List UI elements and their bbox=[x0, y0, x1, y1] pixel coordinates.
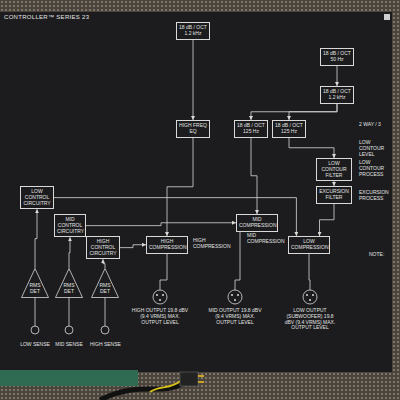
eq-box: HIGH FREQ EQ bbox=[176, 120, 210, 138]
mode-label: 2 WAY / 3 bbox=[358, 122, 392, 128]
xlr-pin bbox=[156, 294, 158, 296]
block-name: LOW CONTROL CIRCUITRY bbox=[23, 189, 51, 206]
control-box: LOW CONTROL CIRCUITRY bbox=[20, 186, 54, 209]
input-label: HIGH SENSE bbox=[89, 342, 121, 348]
triangle-shape bbox=[92, 269, 119, 298]
plug-prong bbox=[198, 381, 204, 383]
block-name: RMS DET bbox=[62, 283, 76, 295]
xlr-pin bbox=[237, 294, 239, 296]
detector-triangle: RMS DET bbox=[91, 268, 119, 298]
signal-connector bbox=[289, 104, 337, 121]
compressor-box: LOW COMPRESSION bbox=[288, 236, 330, 254]
block-name: LOW CONTOUR FILTER bbox=[319, 161, 349, 178]
control-box: HIGH CONTROL CIRCUITRY bbox=[86, 236, 120, 259]
input-label: MID SENSE bbox=[53, 342, 85, 348]
input-label: LOW SENSE bbox=[19, 342, 51, 348]
block-name: RMS DET bbox=[28, 283, 42, 295]
switch-label: EXCURSION PROCESS bbox=[358, 190, 392, 202]
control-label: LOW CONTOUR LEVEL bbox=[358, 140, 392, 157]
xlr-connector bbox=[303, 290, 317, 304]
block-name: EXCURSION FILTER bbox=[319, 189, 349, 201]
signal-connector bbox=[35, 209, 37, 268]
filter-box: EXCURSION FILTER bbox=[316, 186, 352, 204]
panel-screw bbox=[384, 14, 390, 20]
signal-connector bbox=[251, 104, 337, 121]
signal-connector bbox=[86, 223, 236, 226]
compressor-box: HIGH COMPRESSION bbox=[146, 236, 188, 254]
switch-label: LOW CONTOUR PROCESS bbox=[358, 160, 392, 177]
power-plug bbox=[180, 372, 198, 386]
signal-connector bbox=[289, 138, 334, 159]
signal-connector bbox=[193, 40, 194, 121]
signal-connector bbox=[337, 66, 338, 87]
xlr-pin bbox=[309, 299, 311, 301]
filter-box: 18 dB / OCT50 Hz bbox=[320, 48, 354, 66]
signal-connector bbox=[120, 245, 146, 248]
xlr-pin bbox=[162, 294, 164, 296]
sense-jack bbox=[65, 326, 73, 334]
signal-connector bbox=[251, 138, 257, 215]
signal-connector bbox=[69, 237, 70, 268]
xlr-pin bbox=[234, 299, 236, 301]
filter-box: 18 dB / OCT125 Hz bbox=[234, 120, 268, 138]
panel-title: CONTROLLER™ SERIES 23 bbox=[4, 14, 89, 21]
block-value: 1.2 kHz bbox=[179, 31, 207, 37]
filter-box: LOW CONTOUR FILTER bbox=[316, 158, 352, 181]
sense-jack bbox=[31, 326, 39, 334]
sense-wire bbox=[35, 296, 36, 326]
cord-tag bbox=[150, 380, 182, 392]
block-name: HIGH COMPRESSION bbox=[149, 239, 185, 251]
triangle-shape bbox=[56, 269, 83, 298]
block-name: MID CONTROL CIRCUITRY bbox=[57, 217, 83, 234]
xlr-pin bbox=[312, 294, 314, 296]
signal-connector bbox=[54, 198, 296, 236]
block-name: HIGH FREQ EQ bbox=[179, 123, 207, 135]
control-label: HIGH COMPRESSION bbox=[192, 238, 232, 250]
triangle-shape bbox=[22, 269, 49, 298]
xlr-pin bbox=[231, 294, 233, 296]
compressor-box: MID COMPRESSION bbox=[236, 214, 278, 232]
xlr-connector bbox=[228, 290, 242, 304]
signal-connector bbox=[103, 259, 105, 268]
output-wire bbox=[160, 248, 167, 290]
output-wire bbox=[309, 248, 310, 290]
output-label: LOW OUTPUT (SUBWOOFER) 19.8 dBV (9.4 VRM… bbox=[280, 308, 340, 331]
block-value: 1.2 kHz bbox=[323, 95, 351, 101]
signal-connector bbox=[167, 138, 193, 237]
control-box: MID CONTROL CIRCUITRY bbox=[54, 214, 86, 237]
output-label: HIGH OUTPUT 19.8 dBV (9.4 VRMS) MAX. OUT… bbox=[130, 308, 190, 325]
sense-wire bbox=[69, 296, 70, 326]
rack-panel bbox=[0, 12, 392, 372]
output-wire bbox=[235, 226, 240, 290]
signal-connector bbox=[320, 204, 335, 237]
plug-prong bbox=[198, 375, 204, 377]
detector-triangle: RMS DET bbox=[55, 268, 83, 298]
block-name: LOW COMPRESSION bbox=[291, 239, 327, 251]
control-label: MID COMPRESSION bbox=[246, 233, 286, 245]
filter-box: 18 dB / OCT1.2 kHz bbox=[320, 86, 354, 104]
xlr-pin bbox=[306, 294, 308, 296]
block-name: RMS DET bbox=[98, 283, 112, 295]
block-value: 50 Hz bbox=[323, 57, 351, 63]
detector-triangle: RMS DET bbox=[21, 268, 49, 298]
xlr-connector bbox=[153, 290, 167, 304]
note-label: NOTE: bbox=[368, 252, 390, 258]
block-value: 125 Hz bbox=[275, 129, 303, 135]
output-label: MID OUTPUT 19.8 dBV (9.4 VRMS) MAX. OUTP… bbox=[205, 308, 265, 325]
block-name: MID COMPRESSION bbox=[239, 217, 275, 229]
filter-box: 18 dB / OCT1.2 kHz bbox=[176, 22, 210, 40]
xlr-pin bbox=[159, 299, 161, 301]
block-value: 125 Hz bbox=[237, 129, 265, 135]
filter-box: 18 dB / OCT125 Hz bbox=[272, 120, 306, 138]
green-tape bbox=[0, 370, 138, 386]
sense-jack bbox=[101, 326, 109, 334]
block-name: HIGH CONTROL CIRCUITRY bbox=[89, 239, 117, 256]
sense-wire bbox=[105, 296, 106, 326]
